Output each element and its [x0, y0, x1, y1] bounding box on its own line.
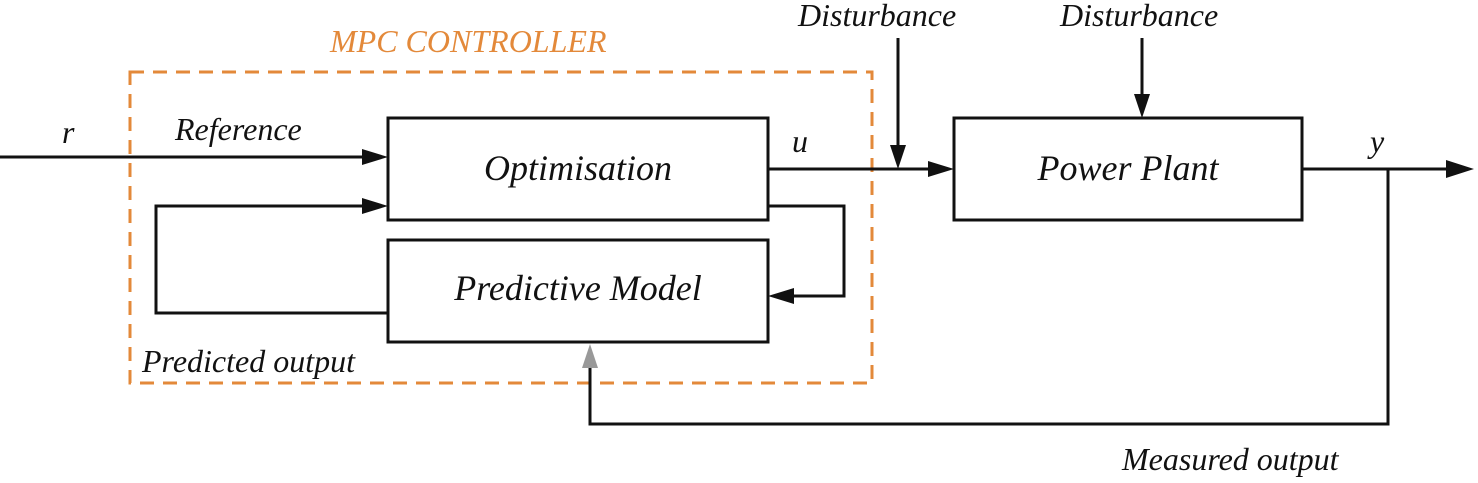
output-symbol: y [1367, 123, 1385, 159]
predicted-output-feedback-line [154, 204, 388, 315]
disturbance-2-label: Disturbance [1059, 0, 1218, 33]
measured-output-arrowhead [582, 344, 598, 368]
mpc-controller-boundary [128, 70, 874, 385]
mpc-controller-title: MPC CONTROLLER [329, 23, 607, 59]
predictive-model-block[interactable] [386, 238, 770, 344]
predictive-model-label: Predictive Model [453, 268, 702, 308]
disturbance-1-arrowhead [890, 145, 906, 169]
measured-output-feedback-line [588, 169, 1390, 426]
control-signal-arrowhead [928, 161, 954, 177]
reference-arrowhead [362, 149, 388, 165]
predicted-output-label: Predicted output [141, 343, 356, 379]
reference-label: Reference [174, 111, 302, 147]
plant-output-arrowhead [1446, 160, 1474, 178]
disturbance-2-arrowhead [1134, 94, 1150, 118]
predicted-output-arrowhead [362, 198, 388, 214]
power-plant-label: Power Plant [1037, 148, 1220, 188]
reference-symbol: r [62, 114, 75, 150]
control-symbol: u [792, 123, 808, 159]
optimisation-to-model-line [768, 204, 846, 298]
optimisation-block[interactable] [386, 116, 770, 222]
optimisation-label: Optimisation [484, 148, 672, 188]
optimisation-to-model-arrowhead [768, 288, 794, 304]
measured-output-label: Measured output [1121, 441, 1340, 477]
disturbance-1-label: Disturbance [797, 0, 956, 33]
